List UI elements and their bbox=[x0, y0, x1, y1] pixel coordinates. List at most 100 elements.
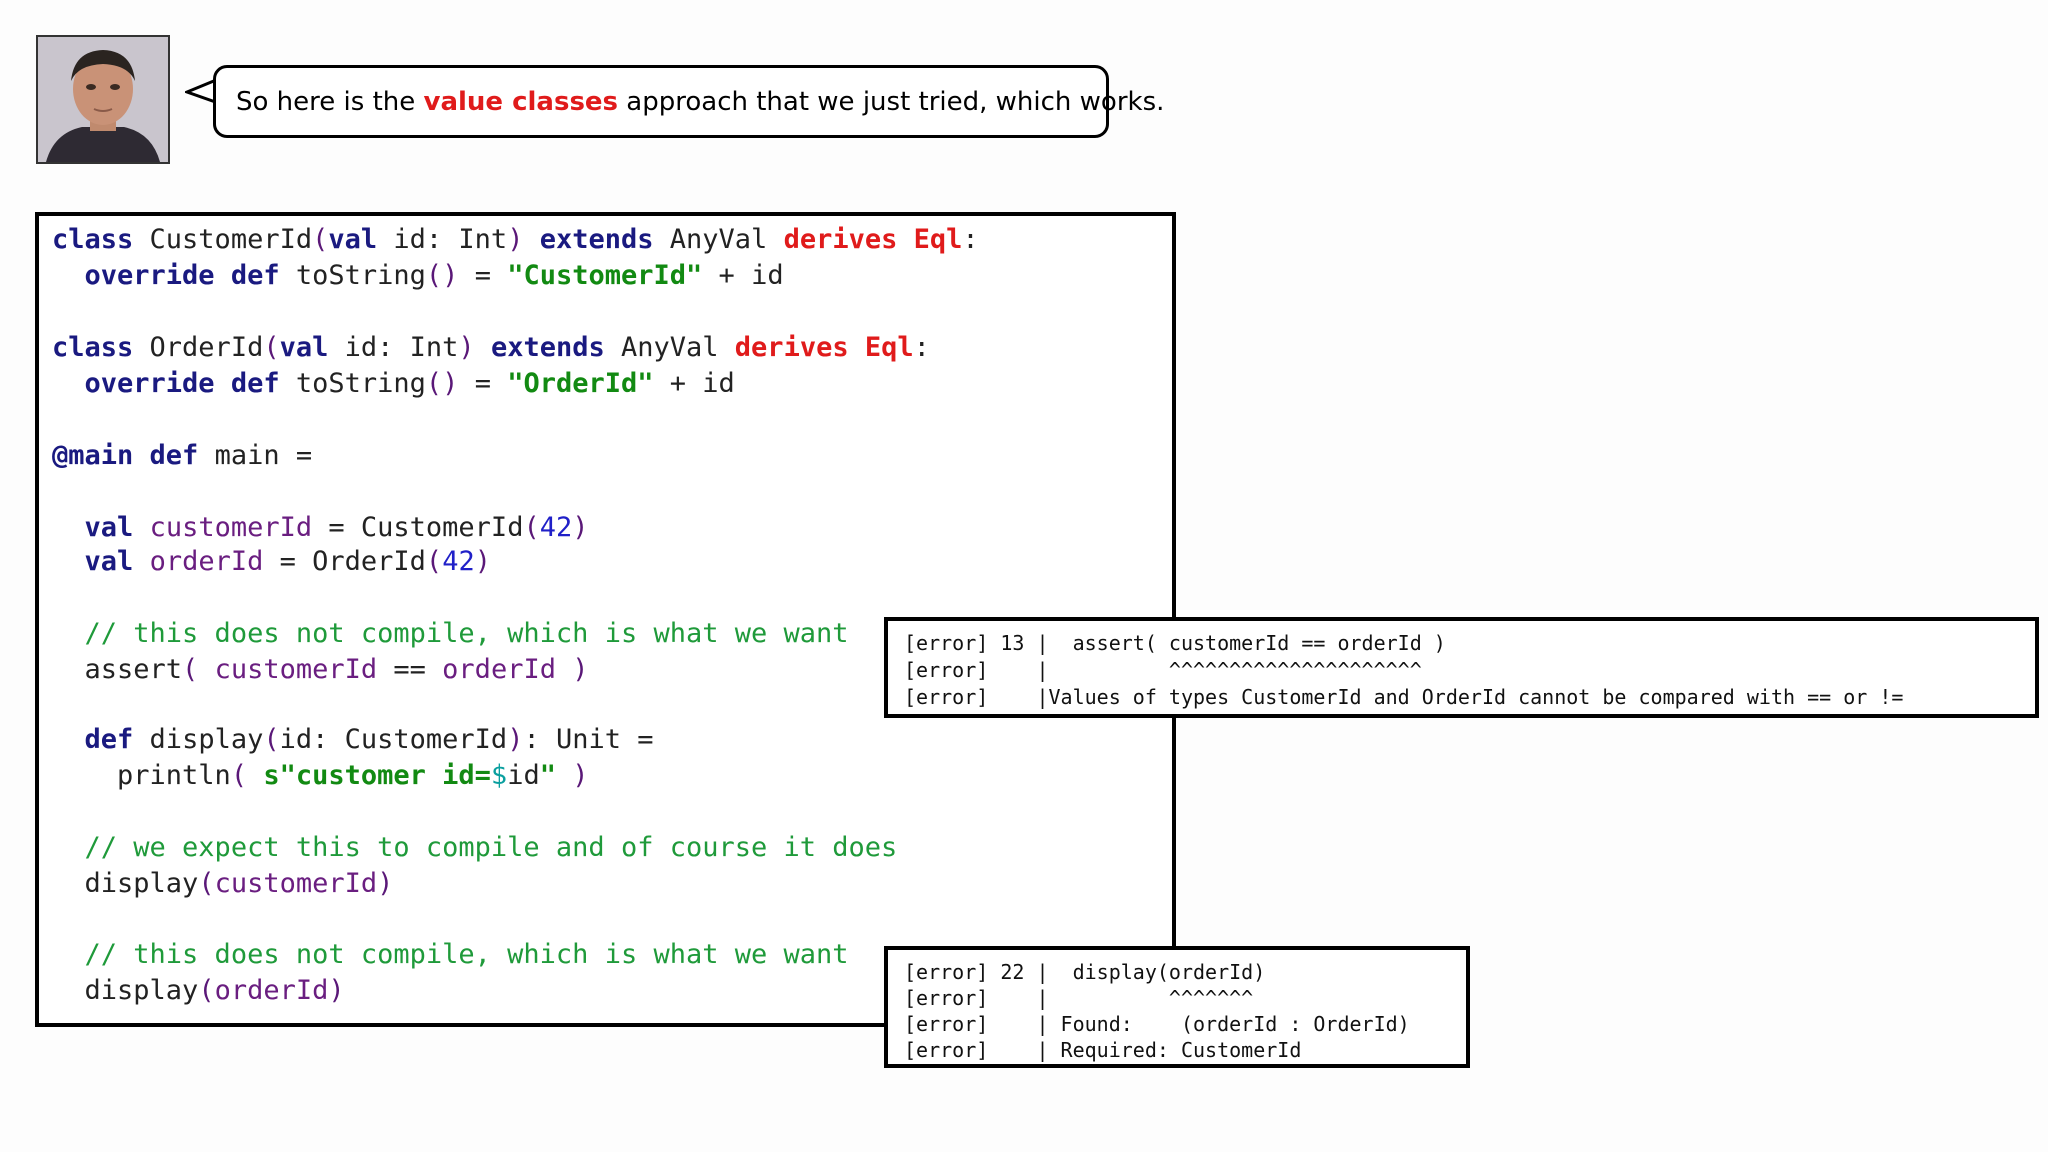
code-token: $ bbox=[490, 760, 508, 791]
code-token: // this does not compile, which is what … bbox=[84, 618, 849, 649]
code-token: class bbox=[52, 224, 134, 255]
code-token: ) bbox=[507, 224, 524, 255]
code-line-3: class OrderId(val id: Int) extends AnyVa… bbox=[52, 330, 930, 366]
code-token: ) bbox=[572, 654, 589, 685]
speech-bubble-tail bbox=[185, 76, 221, 106]
avatar-image bbox=[38, 37, 168, 162]
code-token: ) bbox=[458, 332, 475, 363]
code-token: override bbox=[84, 368, 215, 399]
code-token: = CustomerId bbox=[312, 512, 524, 543]
code-token: ) bbox=[572, 760, 589, 791]
code-token bbox=[52, 260, 85, 291]
code-token bbox=[215, 260, 231, 291]
code-line-8: // this does not compile, which is what … bbox=[52, 616, 849, 652]
code-token: ) bbox=[507, 724, 524, 755]
code-token: id: Int bbox=[328, 332, 459, 363]
code-token: extends bbox=[490, 332, 605, 363]
code-token bbox=[475, 332, 491, 363]
code-token bbox=[247, 760, 263, 791]
code-token: toString bbox=[279, 260, 426, 291]
code-token: extends bbox=[539, 224, 654, 255]
code-token bbox=[849, 332, 865, 363]
code-token bbox=[133, 546, 149, 577]
code-line-1: class CustomerId(val id: Int) extends An… bbox=[52, 222, 979, 258]
code-token: derives bbox=[783, 224, 898, 255]
code-token bbox=[897, 224, 913, 255]
code-token: ( bbox=[523, 512, 540, 543]
code-token: def bbox=[230, 368, 280, 399]
code-line-10: def display(id: CustomerId): Unit = bbox=[52, 722, 654, 758]
code-line-15: display(orderId) bbox=[52, 973, 345, 1009]
code-token: orderId bbox=[442, 654, 556, 685]
code-token: ( bbox=[182, 654, 199, 685]
code-token: + id bbox=[702, 260, 784, 291]
code-token: : bbox=[913, 332, 930, 363]
code-token bbox=[556, 760, 572, 791]
code-token: " bbox=[539, 760, 556, 791]
code-token: // this does not compile, which is what … bbox=[84, 939, 849, 970]
code-token bbox=[133, 512, 149, 543]
code-line-12: // we expect this to compile and of cour… bbox=[52, 830, 898, 866]
code-line-11: println( s"customer id=$id" ) bbox=[52, 758, 589, 794]
code-token bbox=[52, 546, 85, 577]
code-token: class bbox=[52, 332, 134, 363]
code-token: = bbox=[458, 368, 508, 399]
code-token: OrderId bbox=[133, 332, 264, 363]
code-token: ( bbox=[198, 975, 215, 1006]
presenter-avatar bbox=[36, 35, 170, 164]
code-line-7: val orderId = OrderId(42) bbox=[52, 544, 491, 580]
code-token: Eql bbox=[913, 224, 963, 255]
speech-highlight: value classes bbox=[423, 86, 619, 117]
code-token: customerId bbox=[214, 868, 378, 899]
speech-bubble: So here is the value classes approach th… bbox=[213, 65, 1164, 138]
code-token bbox=[52, 939, 85, 970]
code-token: display bbox=[133, 724, 264, 755]
code-line-2: override def toString() = "CustomerId" +… bbox=[52, 258, 784, 294]
code-token: + id bbox=[653, 368, 735, 399]
error-line: [error] |Values of types CustomerId and … bbox=[904, 685, 1904, 709]
code-token: val bbox=[279, 332, 329, 363]
code-token bbox=[556, 654, 572, 685]
code-token: def bbox=[149, 440, 199, 471]
speech-prefix: So here is the bbox=[236, 86, 424, 117]
code-token: ( bbox=[230, 760, 248, 791]
code-token: display bbox=[52, 975, 199, 1006]
code-line-13: display(customerId) bbox=[52, 866, 394, 902]
code-line-6: val customerId = CustomerId(42) bbox=[52, 510, 589, 546]
code-token: == bbox=[377, 654, 443, 685]
code-token: id: Int bbox=[377, 224, 508, 255]
error-line: [error] 22 | display(orderId) bbox=[904, 960, 1266, 984]
code-token: ( bbox=[425, 546, 443, 577]
code-token bbox=[523, 224, 539, 255]
error-line: [error] | Required: CustomerId bbox=[904, 1038, 1302, 1062]
code-token: val bbox=[84, 512, 134, 543]
code-token: = OrderId bbox=[263, 546, 426, 577]
code-token bbox=[52, 724, 85, 755]
code-token: () bbox=[425, 368, 459, 399]
code-token bbox=[52, 512, 85, 543]
code-token: ) bbox=[328, 975, 345, 1006]
code-token: Eql bbox=[864, 332, 914, 363]
code-token: ( bbox=[198, 868, 215, 899]
code-token: "CustomerId" bbox=[507, 260, 703, 291]
code-token: assert bbox=[52, 654, 183, 685]
code-token: println bbox=[52, 760, 231, 791]
code-token bbox=[215, 368, 231, 399]
code-token: id bbox=[507, 760, 540, 791]
code-token: ( bbox=[263, 724, 280, 755]
code-line-9: assert( customerId == orderId ) bbox=[52, 652, 589, 688]
code-token bbox=[52, 832, 85, 863]
code-token: ) bbox=[572, 512, 589, 543]
code-token: customerId bbox=[214, 654, 378, 685]
code-token: ( bbox=[312, 224, 329, 255]
code-token: toString bbox=[279, 368, 426, 399]
code-token: val bbox=[328, 224, 378, 255]
error-box-display: [error] 22 | display(orderId) [error] | … bbox=[884, 946, 1470, 1068]
code-token: orderId bbox=[214, 975, 329, 1006]
code-line-5: @main def main = bbox=[52, 438, 312, 474]
error-line: [error] 13 | assert( customerId == order… bbox=[904, 631, 1446, 655]
error-line: [error] | Found: (orderId : OrderId) bbox=[904, 1012, 1410, 1036]
code-token bbox=[198, 654, 214, 685]
code-token: AnyVal bbox=[604, 332, 735, 363]
code-token: CustomerId bbox=[133, 224, 313, 255]
